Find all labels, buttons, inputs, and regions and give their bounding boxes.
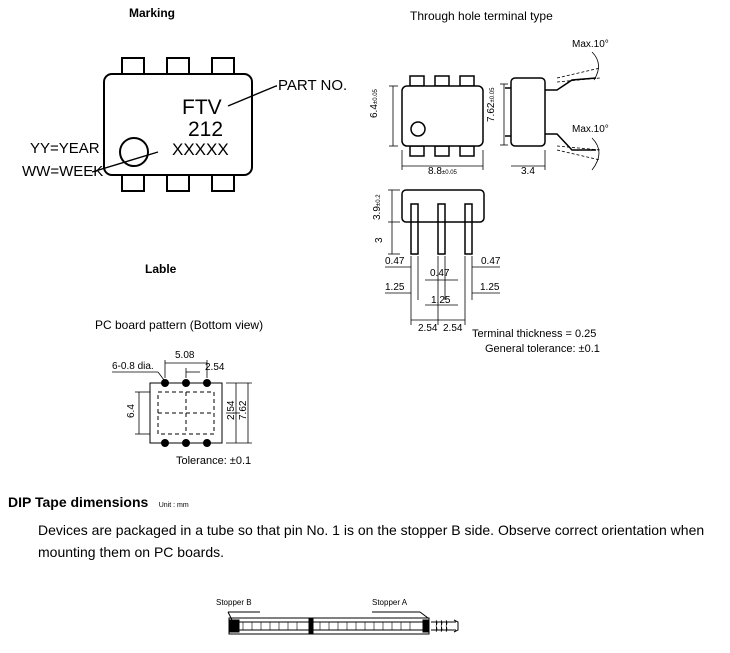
yy-label: YY=YEAR <box>30 140 100 157</box>
pcb-dim-row-pitch: 2.54 <box>226 400 237 420</box>
pcb-dim-span: 5.08 <box>175 350 195 361</box>
pcb-holes: 6-0.8 dia. <box>112 361 154 372</box>
stopper-b-label: Stopper B <box>216 598 252 607</box>
th-top-dims <box>389 85 484 170</box>
marking-leaders <box>91 85 277 173</box>
pcb-dims <box>112 360 252 444</box>
tape-heading-row: DIP Tape dimensions Unit : mm <box>8 494 189 512</box>
max-angle-top: Max.10° <box>572 39 609 50</box>
pcb-dim-pitch: 2.54 <box>205 362 225 373</box>
marking-line-xxxxx: XXXXX <box>172 140 229 159</box>
dim-height: 6.4±0.05 <box>369 89 380 118</box>
marking-line-212: 212 <box>188 118 224 141</box>
dim-lead-len: 3 <box>374 237 385 243</box>
ww-label: WW=WEEK <box>22 163 104 180</box>
marking-package <box>103 57 253 192</box>
dim-shoulder-right: 1.25 <box>480 282 500 293</box>
tape-unit: Unit : mm <box>158 502 189 509</box>
through-hole-front <box>401 189 485 255</box>
through-hole-title: Through hole terminal type <box>410 9 553 23</box>
dim-side: 3.4 <box>521 166 535 177</box>
general-tolerance: General tolerance: ±0.1 <box>485 343 600 355</box>
th-front-dims <box>385 189 500 325</box>
part-no-label: PART NO. <box>278 77 348 94</box>
dim-pitch-left: 2.54 <box>418 323 438 334</box>
max-angle-mid: Max.10° <box>572 124 609 135</box>
through-hole-top <box>401 75 484 157</box>
dim-shoulder-mid: 1.25 <box>431 295 451 306</box>
dim-shoulder-left: 1.25 <box>385 282 405 293</box>
pcb-pattern <box>149 379 223 447</box>
dim-pitch-row: 7.62±0.05 <box>486 87 497 122</box>
marking-line-ftv: FTV <box>182 96 222 119</box>
dim-lead-w-mid: 0.47 <box>430 268 450 279</box>
marking-title: Marking <box>129 6 176 20</box>
tape-paragraph-line1: Devices are packaged in a tube so that p… <box>38 522 705 538</box>
dim-lead-w-right: 0.47 <box>481 256 501 267</box>
tape-paragraph-line2: mounting them on PC boards. <box>38 544 224 560</box>
pcb-dim-row-span: 7.62 <box>238 400 249 420</box>
th-side-dims <box>500 51 601 171</box>
pcb-tolerance: Tolerance: ±0.1 <box>176 455 252 467</box>
tape-heading: DIP Tape dimensions <box>8 494 149 510</box>
terminal-thickness: Terminal thickness = 0.25 <box>472 328 597 340</box>
dim-pitch-right: 2.54 <box>443 323 463 334</box>
through-hole-side <box>505 77 597 151</box>
stopper-a-label: Stopper A <box>372 598 408 607</box>
dim-width: 8.8±0.05 <box>428 166 457 177</box>
tube-ticks <box>242 619 448 633</box>
pcb-title: PC board pattern (Bottom view) <box>95 318 264 332</box>
pcb-dim-height-left: 6.4 <box>126 404 137 418</box>
lable-caption: Lable <box>145 262 177 276</box>
tube-drawing <box>227 611 459 635</box>
dim-lead-w-left: 0.47 <box>385 256 405 267</box>
dim-body-h: 3.9±0.2 <box>372 194 383 220</box>
